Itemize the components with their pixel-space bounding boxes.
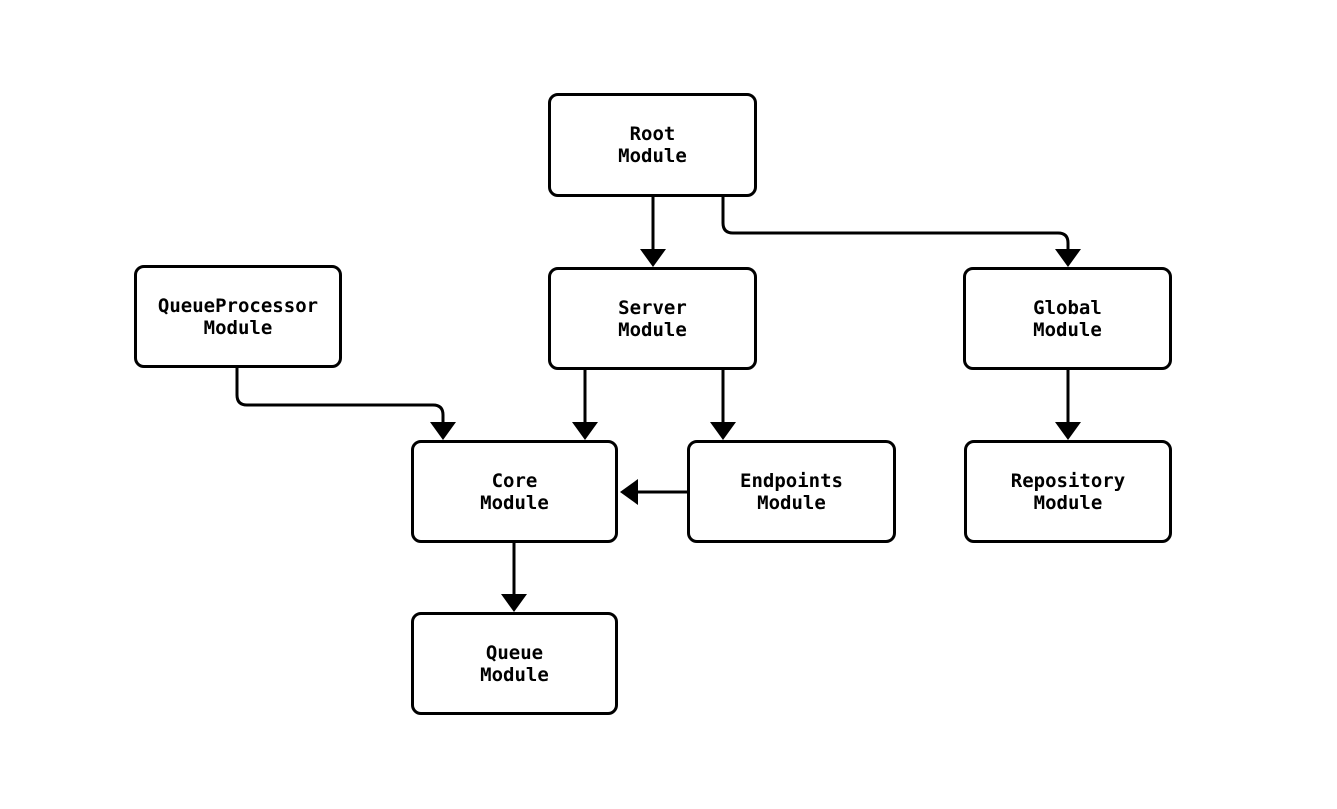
node-queueprocessor-module: QueueProcessor Module <box>134 265 342 368</box>
edge-queueprocessor-to-core <box>235 368 456 440</box>
node-endpoints-module: Endpoints Module <box>687 440 896 543</box>
node-root-module-label: Root Module <box>618 123 687 167</box>
node-global-module-label: Global Module <box>1033 296 1102 341</box>
node-queueprocessor-module-label: QueueProcessor Module <box>157 294 319 339</box>
node-repository-module: Repository Module <box>964 440 1172 543</box>
edge-root-to-global <box>721 197 1081 267</box>
node-server-module: Server Module <box>548 267 757 370</box>
node-repository-module-label: Repository Module <box>1010 469 1126 514</box>
node-server-module-label: Server Module <box>618 296 687 341</box>
node-core-module: Core Module <box>411 440 618 543</box>
node-queue-module: Queue Module <box>411 612 618 715</box>
node-queue-module-label: Queue Module <box>480 641 549 686</box>
node-core-module-label: Core Module <box>480 469 549 514</box>
node-global-module: Global Module <box>963 267 1172 370</box>
node-root-module: Root Module <box>548 93 757 197</box>
node-endpoints-module-label: Endpoints Module <box>740 469 843 514</box>
